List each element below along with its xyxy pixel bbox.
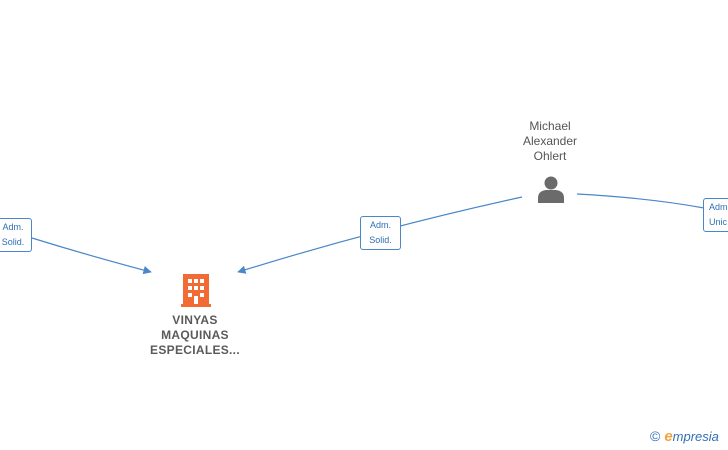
role-box-right[interactable]: Adm. Unic (703, 198, 728, 232)
empresia-watermark: ©empresia (650, 428, 719, 445)
copyright-symbol: © (650, 428, 661, 444)
company-name[interactable]: VINYAS MAQUINAS ESPECIALES... (150, 313, 240, 357)
role-box-left[interactable]: Adm. Solid. (0, 218, 32, 252)
edge-right (576, 193, 705, 209)
person-icon[interactable] (536, 174, 566, 204)
edge-left (31, 237, 152, 275)
building-icon[interactable] (181, 272, 211, 308)
brand-logo-letter: e (664, 428, 673, 445)
role-box-center[interactable]: Adm. Solid. (360, 216, 401, 250)
person-name[interactable]: Michael Alexander Ohlert (522, 119, 578, 163)
brand-name: mpresia (672, 429, 719, 444)
